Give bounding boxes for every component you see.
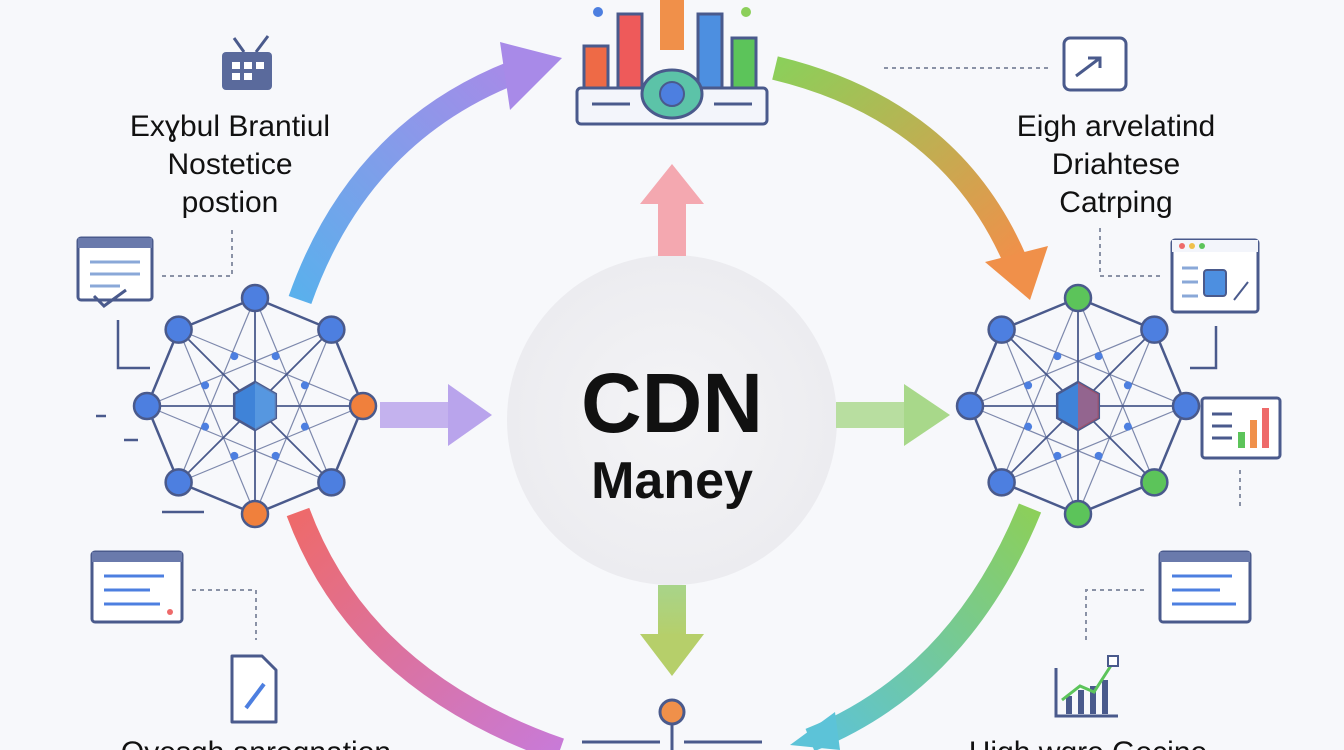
network-edge bbox=[254, 329, 332, 515]
connector bbox=[116, 320, 150, 370]
network-edge bbox=[1001, 297, 1079, 483]
network-edge bbox=[1077, 329, 1155, 515]
network-edge bbox=[969, 405, 1155, 483]
network-edge bbox=[969, 329, 1155, 407]
network-node-icon bbox=[132, 283, 378, 529]
network-inner-node bbox=[1024, 381, 1033, 390]
label-top-right-line2: Driahtese bbox=[1052, 148, 1180, 181]
bar-chart-panel-icon bbox=[1200, 396, 1282, 460]
network-hub-icon bbox=[955, 283, 1201, 529]
network-node bbox=[240, 499, 270, 529]
label-top-left-line1: Exɣbul Brantiul bbox=[130, 110, 330, 143]
network-node bbox=[317, 315, 346, 344]
network-inner-node bbox=[1123, 381, 1132, 390]
network-node bbox=[955, 391, 985, 421]
arrow-up bbox=[640, 164, 704, 256]
label-top-right-line1: Eigh arvelatind bbox=[1017, 110, 1215, 143]
network-node bbox=[987, 315, 1016, 344]
file-pen-icon bbox=[230, 654, 278, 724]
network-inner-node bbox=[230, 352, 239, 361]
network-inner-node bbox=[201, 422, 210, 431]
network-inner-node bbox=[1094, 451, 1103, 460]
network-edge bbox=[254, 297, 332, 483]
network-edge bbox=[1001, 405, 1187, 483]
network-inner-node bbox=[271, 352, 280, 361]
ring-arrowhead-top-left bbox=[500, 42, 562, 110]
network-node bbox=[348, 391, 378, 421]
network-node bbox=[317, 468, 346, 497]
connector bbox=[192, 589, 257, 640]
network-edge bbox=[146, 329, 332, 407]
network-inner-node bbox=[300, 422, 309, 431]
network-inner-node bbox=[1053, 451, 1062, 460]
network-inner-node bbox=[271, 451, 280, 460]
connector bbox=[1190, 326, 1218, 370]
network-node bbox=[1063, 499, 1093, 529]
network-node bbox=[1063, 283, 1093, 313]
network-edge bbox=[1077, 297, 1155, 483]
network-edge bbox=[178, 297, 256, 483]
label-top-left-line2: Nostetice bbox=[167, 148, 292, 181]
arrow-right-left bbox=[380, 384, 492, 446]
network-node bbox=[240, 283, 270, 313]
arrow-down bbox=[640, 585, 704, 676]
network-node bbox=[164, 315, 193, 344]
browser-list-icon bbox=[90, 550, 184, 624]
bottom-hub-icon bbox=[582, 698, 762, 750]
ring-arrowhead-top-right bbox=[985, 246, 1048, 300]
network-edge bbox=[178, 329, 364, 407]
center-title: CDN bbox=[581, 356, 763, 450]
network-inner-node bbox=[1123, 422, 1132, 431]
ring-arc-top-left bbox=[288, 58, 525, 304]
label-bottom-right: High wgre Gecine bbox=[969, 736, 1207, 750]
label-bottom-left: Oyesgh anregnation bbox=[121, 736, 391, 750]
bar-chart-server-icon bbox=[575, 0, 769, 126]
ring-arc-bottom-right bbox=[805, 503, 1042, 750]
network-inner-node bbox=[1094, 352, 1103, 361]
label-top-left-line3: postion bbox=[182, 186, 279, 219]
network-node bbox=[132, 391, 162, 421]
network-node bbox=[1140, 468, 1169, 497]
network-inner-node bbox=[1053, 352, 1062, 361]
network-edge bbox=[178, 329, 256, 515]
network-node bbox=[987, 468, 1016, 497]
connector bbox=[1085, 589, 1148, 640]
growth-chart-icon bbox=[1054, 655, 1119, 718]
arrow-right-right bbox=[836, 384, 950, 446]
network-node bbox=[164, 468, 193, 497]
network-hub-facet bbox=[255, 382, 276, 430]
network-inner-node bbox=[201, 381, 210, 390]
network-inner-node bbox=[230, 451, 239, 460]
cycle-ring bbox=[286, 42, 1048, 750]
label-top-right-line3: Catrping bbox=[1059, 186, 1172, 219]
network-edge bbox=[1001, 329, 1187, 407]
network-hub-facet bbox=[1078, 382, 1099, 430]
connector bbox=[162, 226, 233, 277]
ring-arrowhead-bottom-right bbox=[790, 712, 840, 750]
network-node bbox=[1171, 391, 1201, 421]
network-edge bbox=[178, 405, 364, 483]
document-check-icon bbox=[76, 236, 154, 308]
browser-text-icon bbox=[1158, 550, 1252, 624]
ring-arc-top-right bbox=[772, 56, 1027, 265]
ring-arc-bottom-left bbox=[286, 507, 564, 750]
connector bbox=[1099, 228, 1160, 277]
network-inner-node bbox=[300, 381, 309, 390]
tv-icon bbox=[222, 35, 272, 90]
network-edge bbox=[1001, 329, 1079, 515]
network-inner-node bbox=[1024, 422, 1033, 431]
center-circle bbox=[507, 255, 837, 585]
wallet-icon bbox=[1062, 36, 1128, 92]
network-edge bbox=[146, 405, 332, 483]
network-node bbox=[1140, 315, 1169, 344]
browser-device-icon bbox=[1170, 238, 1260, 314]
center-subtitle: Maney bbox=[591, 452, 753, 510]
